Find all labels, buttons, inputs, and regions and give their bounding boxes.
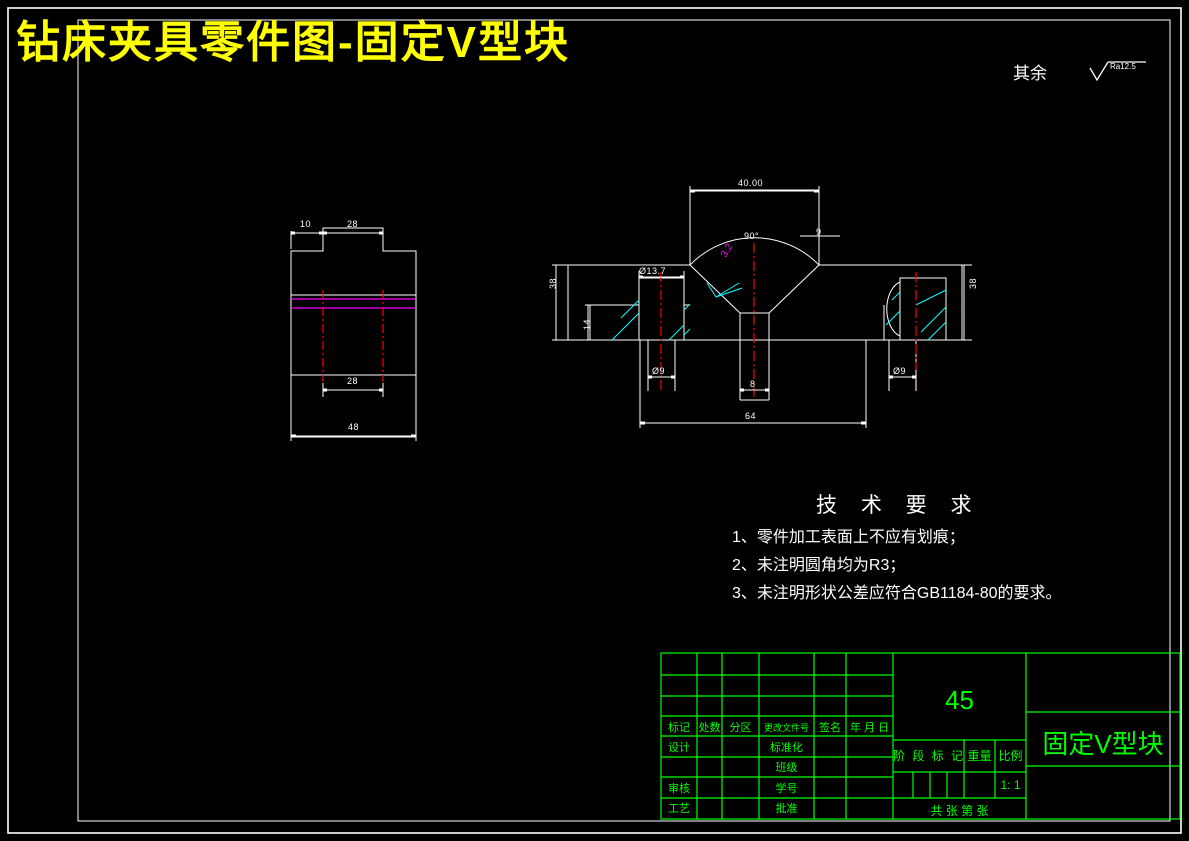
dim-label-fv-d137: Ø13.7 bbox=[639, 266, 667, 276]
tb-value-material: 45 bbox=[945, 685, 974, 715]
page-title: 钻床夹具零件图-固定V型块 bbox=[16, 18, 570, 67]
title-block-grid bbox=[660, 652, 1181, 820]
front-view-dim-arrows bbox=[639, 189, 916, 425]
sheet-outer-border bbox=[7, 7, 1182, 834]
dim-label-fv-d9left: Ø9 bbox=[652, 366, 666, 376]
dim-label-fv-angle: 90° bbox=[744, 231, 760, 241]
tb-label-zone: 分区 bbox=[729, 722, 752, 734]
dim-label-fv-40: 40.00 bbox=[738, 178, 764, 188]
front-view-hatching bbox=[611, 282, 947, 341]
dim-label-lv-10: 10 bbox=[300, 219, 312, 229]
tech-req-item-1: 1、零件加工表面上不应有划痕； bbox=[732, 529, 965, 546]
sheet-inner-border bbox=[77, 19, 1171, 822]
tb-label-student-id: 学号 bbox=[775, 783, 798, 795]
front-view-center-lines bbox=[660, 243, 917, 398]
left-view-center-lines bbox=[322, 290, 384, 382]
surface-roughness-icon bbox=[1089, 61, 1146, 82]
tb-label-date: 年 月 日 bbox=[849, 722, 890, 734]
dim-label-fv-38right: 38 bbox=[968, 277, 978, 289]
tb-label-approve: 批准 bbox=[775, 803, 798, 815]
surface-note-label: 其余 bbox=[1013, 64, 1047, 83]
dim-label-fv-8: 8 bbox=[750, 379, 756, 389]
tb-label-total-sheets: 共 张 第 张 bbox=[930, 804, 989, 818]
dim-label-lv-48: 48 bbox=[348, 422, 360, 432]
dim-label-fv-9right: 9 bbox=[816, 227, 822, 237]
tb-label-class: 班级 bbox=[775, 762, 798, 774]
surface-note-value: Ra12.5 bbox=[1110, 62, 1136, 71]
left-view-geometry bbox=[290, 227, 417, 438]
dim-label-fv-38left: 38 bbox=[548, 277, 558, 289]
tb-label-scale: 比例 bbox=[998, 749, 1023, 763]
tb-label-change-doc: 更改文件号 bbox=[763, 723, 809, 733]
tb-label-process: 工艺 bbox=[668, 803, 690, 815]
tb-label-count: 处数 bbox=[698, 722, 721, 734]
tb-label-sign: 签名 bbox=[819, 722, 841, 734]
tech-req-item-2: 2、未注明圆角均为R3； bbox=[732, 557, 906, 574]
tech-req-heading: 技 术 要 求 bbox=[816, 494, 981, 517]
dim-label-lv-28: 28 bbox=[347, 219, 359, 229]
tb-label-stage-mark: 阶 段 标 记 bbox=[893, 749, 966, 763]
dim-label-fv-64: 64 bbox=[745, 411, 757, 421]
tech-req-item-3: 3、未注明形状公差应符合GB1184-80的要求。 bbox=[732, 585, 1062, 602]
tb-value-part-name: 固定V型块 bbox=[1042, 729, 1164, 759]
dim-label-fv-14: 14 bbox=[582, 318, 592, 330]
tb-label-mark: 标记 bbox=[668, 722, 690, 734]
tb-label-standardize: 标准化 bbox=[770, 742, 803, 754]
left-view-dim-arrows bbox=[291, 231, 416, 438]
dim-label-lv-22: 28 bbox=[347, 376, 359, 386]
left-view-dimensions bbox=[290, 231, 417, 441]
tb-label-review: 审核 bbox=[668, 783, 690, 795]
left-view-magenta-lines bbox=[291, 298, 416, 309]
front-view-dimensions bbox=[552, 186, 972, 428]
tb-label-weight: 重量 bbox=[967, 749, 992, 763]
tb-value-scale: 1: 1 bbox=[1000, 778, 1021, 792]
dim-label-fv-d9right: Ø9 bbox=[893, 366, 907, 376]
tb-label-design: 设计 bbox=[668, 742, 690, 754]
